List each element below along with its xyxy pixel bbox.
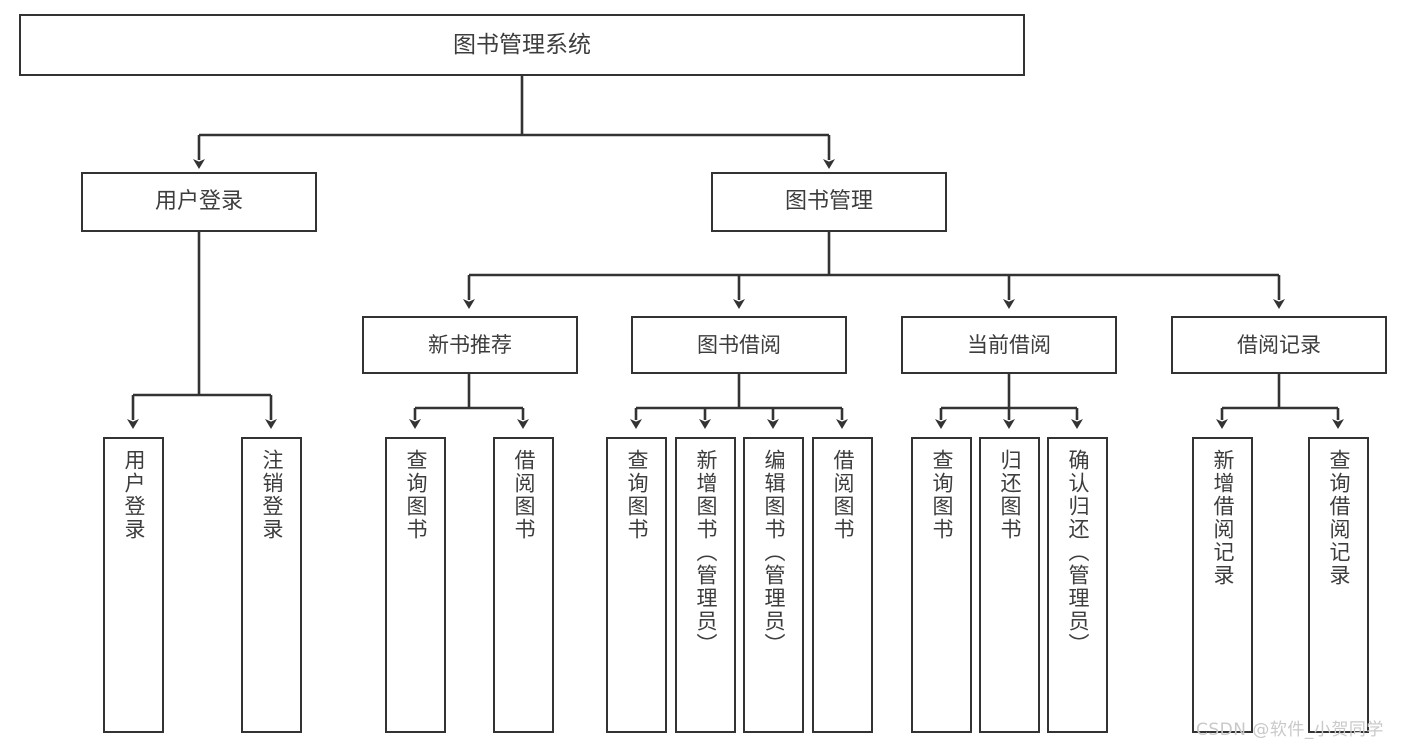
node-label: 归还图书 xyxy=(998,449,1022,541)
leaf-query-book-borrow[interactable]: 查询图书 xyxy=(606,437,667,733)
node-current-borrow[interactable]: 当前借阅 xyxy=(901,316,1117,374)
leaf-return-book[interactable]: 归还图书 xyxy=(979,437,1040,733)
node-book-management[interactable]: 图书管理 xyxy=(711,172,947,232)
node-label: 编辑图书（管理员） xyxy=(762,449,786,656)
node-label: 用户登录 xyxy=(154,189,243,215)
node-label: 新增图书（管理员） xyxy=(694,449,718,656)
node-label: 查询借阅记录 xyxy=(1327,449,1351,587)
node-label: 借阅记录 xyxy=(1237,332,1321,357)
leaf-query-book-recommend[interactable]: 查询图书 xyxy=(385,437,446,733)
node-label: 查询图书 xyxy=(930,449,954,541)
node-borrow-record[interactable]: 借阅记录 xyxy=(1171,316,1387,374)
leaf-user-login[interactable]: 用户登录 xyxy=(103,437,164,733)
node-label: 图书借阅 xyxy=(697,332,781,357)
node-label: 用户登录 xyxy=(122,449,146,541)
leaf-add-borrow-record[interactable]: 新增借阅记录 xyxy=(1192,437,1253,733)
node-label: 注销登录 xyxy=(260,449,284,541)
node-new-book-recommend[interactable]: 新书推荐 xyxy=(362,316,578,374)
leaf-confirm-return-admin[interactable]: 确认归还（管理员） xyxy=(1047,437,1108,733)
csdn-watermark: CSDN @软件_小贺同学 xyxy=(1196,720,1384,740)
leaf-add-book-admin[interactable]: 新增图书（管理员） xyxy=(675,437,736,733)
node-label: 当前借阅 xyxy=(967,332,1051,357)
node-label: 借阅图书 xyxy=(512,449,536,541)
node-label: 图书管理系统 xyxy=(453,31,591,58)
leaf-borrow-book[interactable]: 借阅图书 xyxy=(812,437,873,733)
leaf-query-book-current[interactable]: 查询图书 xyxy=(911,437,972,733)
node-label: 借阅图书 xyxy=(831,449,855,541)
node-user-login[interactable]: 用户登录 xyxy=(81,172,317,232)
node-label: 新增借阅记录 xyxy=(1211,449,1235,587)
node-label: 图书管理 xyxy=(784,189,873,215)
node-root-book-management-system[interactable]: 图书管理系统 xyxy=(19,14,1025,76)
node-label: 确认归还（管理员） xyxy=(1066,449,1090,656)
leaf-borrow-book-recommend[interactable]: 借阅图书 xyxy=(493,437,554,733)
node-label: 查询图书 xyxy=(404,449,428,541)
leaf-edit-book-admin[interactable]: 编辑图书（管理员） xyxy=(743,437,804,733)
node-label: 新书推荐 xyxy=(428,332,512,357)
node-book-borrow[interactable]: 图书借阅 xyxy=(631,316,847,374)
node-label: 查询图书 xyxy=(625,449,649,541)
leaf-query-borrow-record[interactable]: 查询借阅记录 xyxy=(1308,437,1369,733)
leaf-logout[interactable]: 注销登录 xyxy=(241,437,302,733)
